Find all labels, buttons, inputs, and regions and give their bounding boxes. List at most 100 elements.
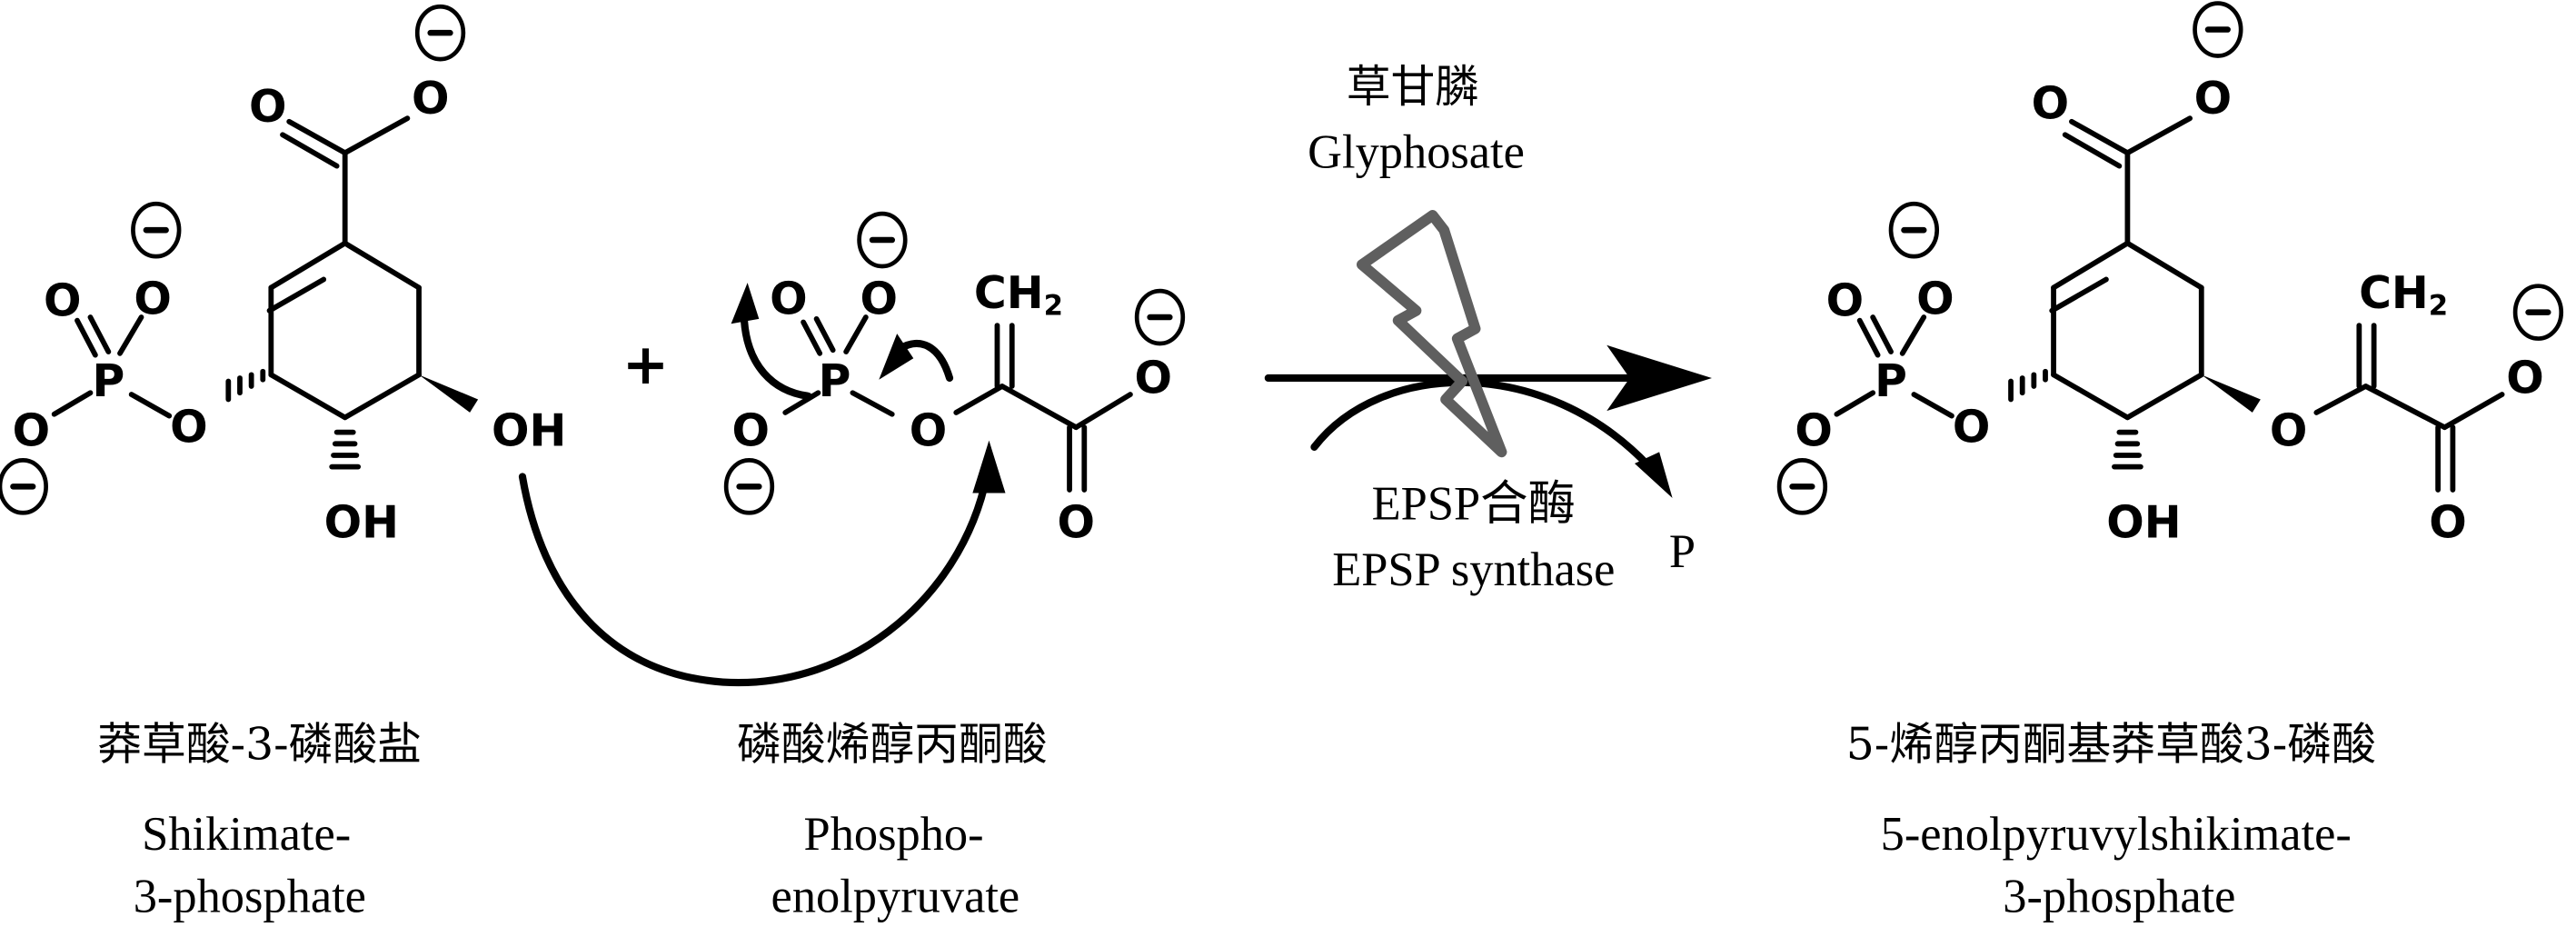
negative-charge-icon <box>2512 284 2564 341</box>
electron-flow-arrow <box>740 316 812 400</box>
atom-ch2: CH2 <box>974 266 1063 322</box>
c-c-bond <box>1000 384 1079 431</box>
atom-o: O <box>170 402 207 454</box>
c-c-bond <box>2362 384 2448 431</box>
atom-o: O <box>2429 497 2466 549</box>
atom-oh: OH <box>492 404 566 456</box>
plus-sign: + <box>622 333 670 397</box>
ring-double-bond <box>2049 276 2109 314</box>
carboxylate-bond <box>2124 115 2193 156</box>
ring-bond <box>342 372 422 421</box>
p-o-bond <box>782 390 821 415</box>
negative-charge-icon <box>1134 288 1186 346</box>
atom-o: O <box>2032 77 2069 129</box>
atom-o: O <box>910 404 947 456</box>
hashed-bond <box>225 368 266 403</box>
ring-bond <box>268 372 348 421</box>
atom-o: O <box>13 404 50 456</box>
negative-charge-icon <box>0 458 48 515</box>
substrate-2-name-en-line1: Phospho- <box>804 808 984 861</box>
atom-o: O <box>2506 352 2543 404</box>
arrowhead-icon <box>879 334 914 380</box>
p-o-double-bond-2 <box>1870 314 1894 354</box>
atom-p: P <box>1875 355 1907 407</box>
p-o-bond <box>843 314 869 354</box>
negative-charge-icon <box>857 211 908 269</box>
negative-charge-icon <box>2193 1 2243 58</box>
substrate-1-name-en-line1: Shikimate- <box>142 808 351 861</box>
negative-charge-icon <box>1776 458 1828 515</box>
carbonyl-bond-2 <box>2062 132 2123 169</box>
negative-charge-icon <box>414 4 466 62</box>
atom-o: O <box>2194 73 2232 125</box>
arrowhead-icon <box>972 440 1006 493</box>
atom-oh: OH <box>2106 497 2181 549</box>
wedge-bond <box>2201 374 2261 413</box>
inhibitor-name-en: Glyphosate <box>1308 125 1525 178</box>
ring-bond <box>2051 240 2131 291</box>
p-o-bond <box>51 390 94 417</box>
atom-o: O <box>1916 274 1954 325</box>
nucleophilic-attack-arrow <box>518 459 993 687</box>
atom-o: O <box>1058 497 1095 549</box>
phosphoenolpyruvate-structure: P O O O O CH2 O O <box>723 211 1186 549</box>
p-o-double-bond <box>75 317 98 358</box>
negative-charge-icon <box>1888 201 1940 259</box>
forward-arrowhead-icon <box>1606 344 1712 412</box>
atom-o: O <box>2270 404 2307 456</box>
c-o-bond <box>1073 392 1133 431</box>
p-o-bond <box>117 314 144 356</box>
p-o-bond <box>128 392 173 419</box>
epsp-structure: O O O P O O O OH <box>1776 1 2564 549</box>
atom-o: O <box>249 81 286 133</box>
enzyme-name-en: EPSP synthase <box>1332 543 1615 596</box>
carbonyl-bond-2 <box>280 132 340 169</box>
hashed-bond <box>329 429 362 470</box>
ring-bond <box>2051 372 2131 421</box>
substrate-2-name-cn: 磷酸烯醇丙酮酸 <box>737 719 1048 771</box>
atom-o: O <box>1134 352 1171 404</box>
p-o-double-bond-2 <box>87 314 112 354</box>
ring-bond <box>268 240 348 291</box>
atom-o: O <box>412 73 449 125</box>
substrate-1-name-cn: 莽草酸-3-磷酸盐 <box>97 719 422 771</box>
atom-o: O <box>134 274 171 325</box>
atom-ch2: CH2 <box>2359 266 2448 322</box>
atom-o: O <box>1953 402 1990 454</box>
release-arrowhead-icon <box>1634 452 1673 498</box>
p-o-bond <box>1899 314 1927 356</box>
carbonyl-bond <box>2069 118 2131 156</box>
p-o-bond <box>850 390 895 417</box>
p-o-double-bond <box>801 319 823 356</box>
p-o-double-bond <box>1856 317 1881 358</box>
c-o-bond <box>2442 392 2505 431</box>
p-o-bond <box>1834 390 1876 417</box>
o-c-bond <box>2313 384 2369 415</box>
carboxylate-bond <box>342 115 411 156</box>
product-name-en-line2: 3-phosphate <box>2003 871 2235 923</box>
atom-p: P <box>819 355 851 407</box>
atom-o: O <box>860 274 898 325</box>
substrate-1-name-en-line2: 3-phosphate <box>134 871 366 923</box>
enzyme-name-cn: EPSP合酶 <box>1372 477 1576 530</box>
o-c-bond <box>953 384 1005 415</box>
p-o-bond <box>1911 392 1954 419</box>
atom-o: O <box>1826 274 1864 326</box>
atom-o: O <box>44 274 81 326</box>
atom-o: O <box>770 274 807 325</box>
product-name-cn: 5-烯醇丙酮基莽草酸3-磷酸 <box>1846 719 2376 771</box>
carbonyl-bond <box>286 118 348 156</box>
negative-charge-icon <box>131 201 182 259</box>
atom-o: O <box>1795 404 1832 456</box>
atom-p: P <box>92 355 124 407</box>
lightning-bolt-icon <box>1356 210 1507 458</box>
product-name-en-line1: 5-enolpyruvylshikimate- <box>1881 808 2352 861</box>
atom-oh: OH <box>324 497 399 549</box>
hashed-bond <box>2112 429 2143 470</box>
substrate-2-name-en-line2: enolpyruvate <box>771 871 1020 923</box>
wedge-bond <box>419 374 479 413</box>
shikimate-3-phosphate-structure: O O O P O O O <box>0 4 566 549</box>
ring-bond <box>2124 372 2204 421</box>
byproduct-phosphate: P <box>1669 525 1696 578</box>
